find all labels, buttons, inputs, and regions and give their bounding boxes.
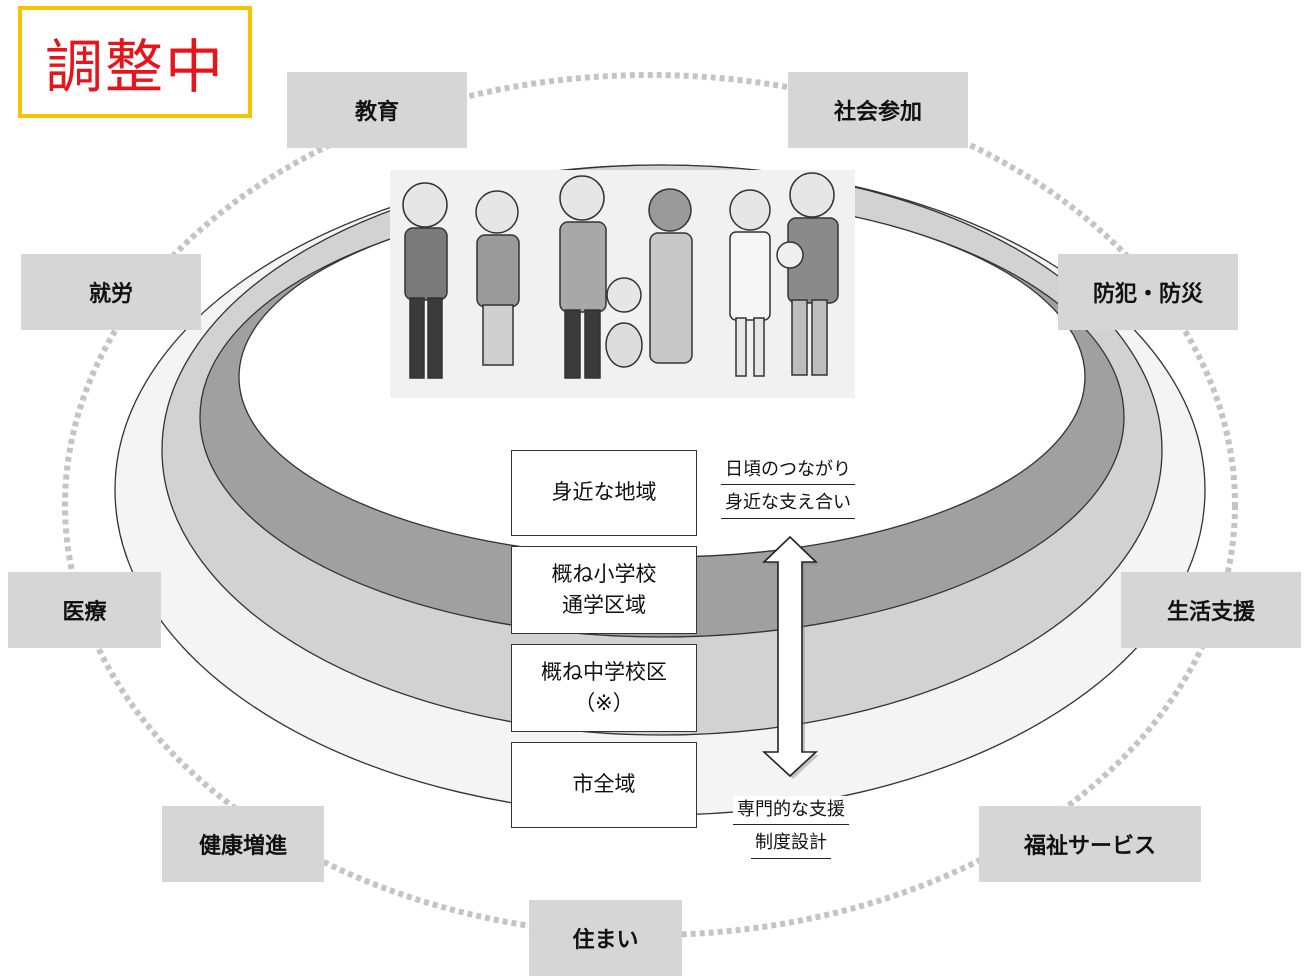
note-top-line-2: 身近な支え合い [721, 489, 855, 519]
level-junior-high-district: 概ね中学校区 （※） [511, 644, 697, 732]
status-stamp: 調整中 [18, 6, 252, 118]
topic-life-support: 生活支援 [1121, 572, 1301, 648]
note-top-line-1: 日頃のつながり [721, 456, 855, 486]
note-bottom-line-1: 専門的な支援 [733, 796, 849, 826]
level-neighborhood-line-1: 身近な地域 [551, 480, 657, 505]
topic-employment: 就労 [21, 254, 201, 330]
family-group-illustration [390, 170, 855, 398]
topic-education: 教育 [287, 72, 467, 148]
level-citywide: 市全域 [511, 742, 697, 828]
level-elementary-district: 概ね小学校 通学区域 [511, 546, 697, 634]
level-junior-high-district-line-2: （※） [574, 691, 634, 715]
topic-medical-care: 医療 [8, 572, 161, 648]
topic-health-promotion: 健康増進 [162, 806, 324, 882]
topic-social-participation: 社会参加 [788, 72, 968, 148]
level-elementary-district-line-1: 概ね小学校 [551, 561, 657, 586]
level-citywide-line-1: 市全域 [572, 772, 636, 797]
level-elementary-district-line-2: 通学区域 [562, 593, 646, 617]
note-bottom-line-2: 制度設計 [751, 829, 831, 859]
level-neighborhood: 身近な地域 [511, 450, 697, 536]
scale-double-arrow [761, 535, 819, 779]
level-junior-high-district-line-1: 概ね中学校区 [541, 659, 667, 684]
topic-welfare-services: 福祉サービス [979, 806, 1201, 882]
note-bottom: 専門的な支援 制度設計 [710, 796, 872, 863]
topic-housing: 住まい [529, 900, 682, 976]
note-top: 日頃のつながり 身近な支え合い [704, 456, 872, 523]
topic-crime-disaster-prevention: 防犯・防災 [1058, 254, 1238, 330]
